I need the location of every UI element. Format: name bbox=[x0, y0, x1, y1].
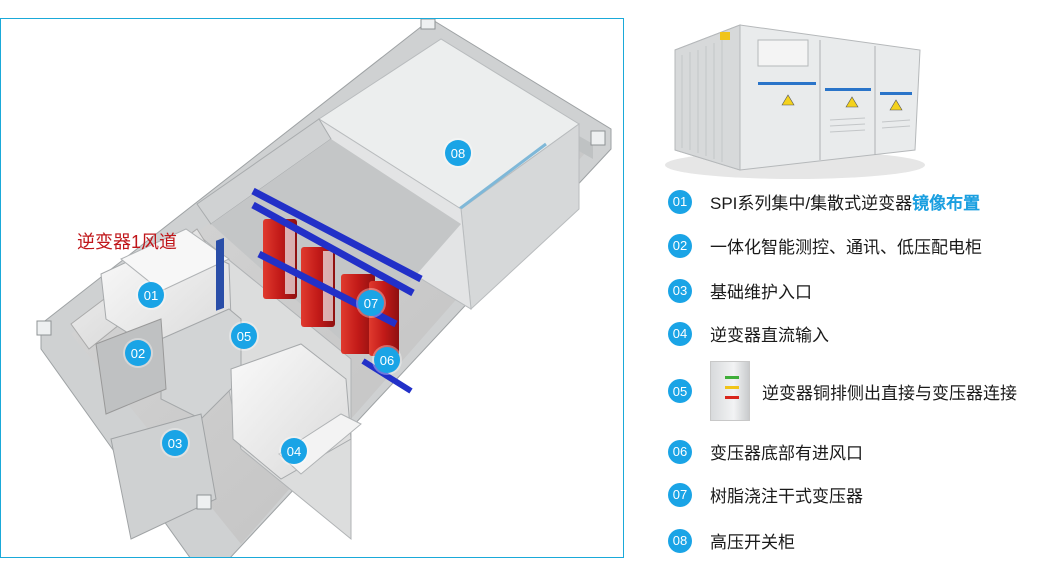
legend-item-06: 06 变压器底部有进风口 bbox=[668, 439, 863, 464]
container-drawing bbox=[36, 19, 612, 557]
legend-item-01: 01 SPI系列集中/集散式逆变器镜像布置 bbox=[668, 189, 980, 214]
legend-item-03: 03 基础维护入口 bbox=[668, 278, 812, 303]
legend-badge: 02 bbox=[668, 233, 692, 258]
legend-badge: 04 bbox=[668, 321, 692, 346]
legend-badge: 05 bbox=[668, 379, 692, 403]
legend-item-02: 02 一体化智能测控、通讯、低压配电柜 bbox=[668, 233, 982, 258]
marker-08: 08 bbox=[445, 140, 471, 166]
legend-badge: 08 bbox=[668, 528, 692, 553]
marker-01: 01 bbox=[138, 282, 164, 308]
marker-06: 06 bbox=[374, 347, 400, 373]
legend-badge: 06 bbox=[668, 439, 692, 464]
legend-highlight: 镜像布置 bbox=[912, 194, 981, 213]
marker-03: 03 bbox=[162, 430, 188, 456]
maintenance-entrance bbox=[110, 413, 217, 540]
marker-04: 04 bbox=[281, 438, 307, 464]
legend-text: 逆变器铜排侧出直接与变压器连接 bbox=[762, 383, 1017, 403]
busbar-thumbnail bbox=[710, 361, 750, 421]
airduct-label: 逆变器1风道 bbox=[77, 232, 178, 252]
legend-item-04: 04 逆变器直流输入 bbox=[668, 321, 829, 346]
legend-text: SPI系列集中/集散式逆变器镜像布置 bbox=[710, 194, 981, 213]
marker-02: 02 bbox=[125, 340, 151, 366]
container-cutaway-illustration: 逆变器1风道 01 02 03 04 05 06 07 08 bbox=[0, 18, 624, 558]
legend-item-05: 05 逆变器铜排侧出直接与变压器连接 bbox=[668, 361, 1017, 421]
legend-text: 变压器底部有进风口 bbox=[710, 444, 863, 463]
legend-item-07: 07 树脂浇注干式变压器 bbox=[668, 482, 863, 507]
control-cabinet bbox=[95, 318, 167, 415]
legend-item-08: 08 高压开关柜 bbox=[668, 528, 795, 553]
marker-05: 05 bbox=[231, 323, 257, 349]
legend-text: 基础维护入口 bbox=[710, 283, 812, 302]
legend-text: 逆变器直流输入 bbox=[710, 326, 829, 345]
marker-07: 07 bbox=[358, 290, 384, 316]
legend-badge: 03 bbox=[668, 278, 692, 303]
legend-text: 树脂浇注干式变压器 bbox=[710, 487, 863, 506]
legend-text: 一体化智能测控、通讯、低压配电柜 bbox=[710, 238, 982, 257]
legend-badge: 07 bbox=[668, 482, 692, 507]
container-exterior-photo bbox=[665, 24, 925, 179]
legend-text: 高压开关柜 bbox=[710, 533, 795, 552]
legend-badge: 01 bbox=[668, 189, 692, 214]
transformer-room-floor bbox=[211, 139, 461, 349]
